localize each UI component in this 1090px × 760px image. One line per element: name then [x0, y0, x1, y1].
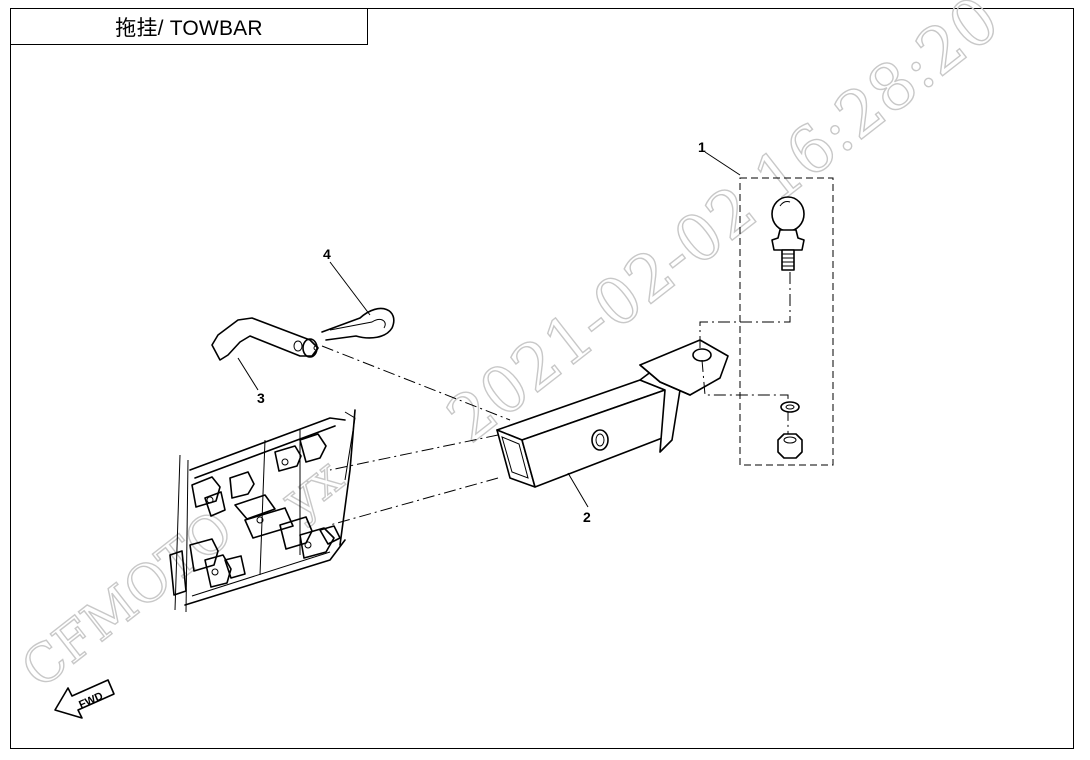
nut-centerline	[701, 359, 789, 440]
vehicle-frame	[169, 409, 356, 613]
callout-3: 3	[257, 390, 265, 406]
leader-3	[237, 357, 259, 391]
ball-assembly-group	[739, 177, 834, 466]
leader-2	[567, 472, 589, 508]
leader-4	[329, 261, 371, 316]
hitch-pin	[211, 317, 319, 361]
leader-1	[704, 151, 741, 176]
hitch-ball	[771, 196, 805, 271]
watermark: CFMOTO yx 2021-02-02 16:28:20	[10, 0, 1013, 701]
callout-4: 4	[323, 246, 331, 262]
hair-pin-clip	[321, 307, 395, 341]
watermark-timestamp: 2021-02-02 16:28:20	[434, 0, 1013, 458]
lock-washer	[780, 401, 800, 413]
receiver-align-top	[329, 434, 499, 471]
watermark-brand: CFMOTO	[11, 500, 244, 701]
title-box: 拖挂/ TOWBAR	[10, 8, 368, 45]
receiver-align-bottom	[329, 477, 499, 526]
callout-1: 1	[698, 139, 706, 155]
pin-centerline	[321, 345, 511, 421]
page-title: 拖挂/ TOWBAR	[115, 16, 263, 40]
drawing-frame	[10, 8, 1074, 749]
ball-centerline	[699, 272, 791, 350]
hex-nut	[777, 433, 803, 459]
receiver-hitch	[496, 339, 729, 488]
callout-2: 2	[583, 509, 591, 525]
